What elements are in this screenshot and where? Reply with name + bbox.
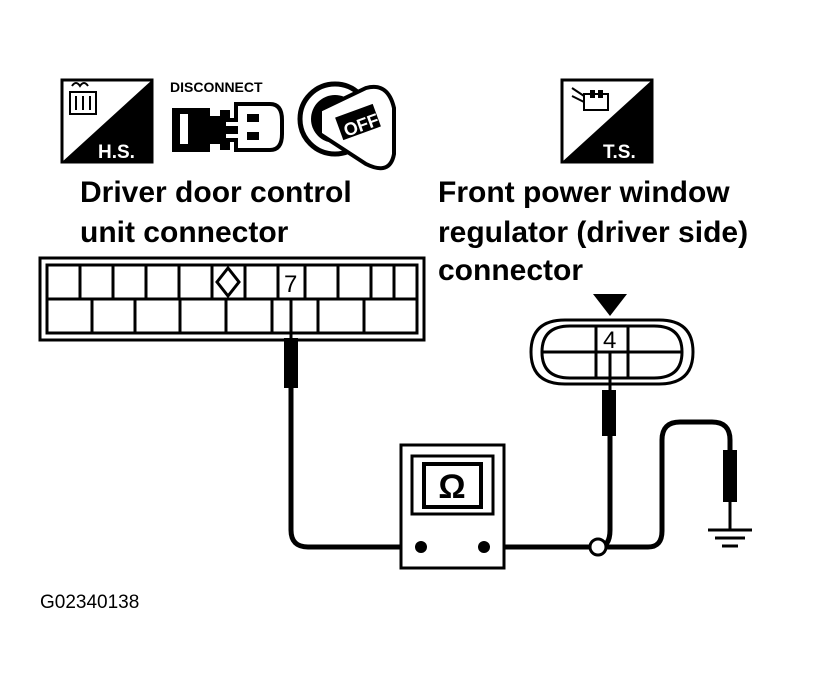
ground-symbol-icon bbox=[708, 528, 752, 548]
figure-code: G02340138 bbox=[40, 592, 139, 613]
ground-lead-wire bbox=[606, 419, 733, 550]
connector-orientation-triangle bbox=[593, 294, 627, 316]
ts-badge-icon: T.S. bbox=[560, 78, 654, 164]
hs-badge-label: H.S. bbox=[98, 142, 135, 163]
left-test-probe bbox=[284, 298, 298, 388]
hs-badge-icon: H.S. bbox=[60, 78, 154, 164]
right-connector-pin-label: 4 bbox=[603, 327, 616, 354]
left-connector-title-line2: unit connector bbox=[80, 216, 289, 249]
right-test-probe bbox=[602, 352, 616, 436]
left-connector-pin-label: 7 bbox=[284, 271, 297, 298]
meter-positive-terminal bbox=[478, 541, 490, 553]
ignition-off-key-icon: OFF bbox=[297, 81, 396, 171]
left-probe-wire bbox=[288, 388, 420, 550]
ground-probe bbox=[723, 450, 737, 530]
disconnect-icon: DISCONNECT bbox=[170, 79, 284, 152]
right-probe-wire bbox=[597, 436, 613, 550]
wire-junction bbox=[588, 537, 608, 557]
harness-side-connector-icon bbox=[69, 82, 97, 115]
right-connector-title-line3: connector bbox=[438, 254, 583, 287]
disconnect-label: DISCONNECT bbox=[170, 79, 263, 95]
front-power-window-regulator-connector: 4 bbox=[529, 294, 695, 386]
ts-badge-label: T.S. bbox=[603, 142, 636, 163]
right-connector-title-line2: regulator (driver side) bbox=[438, 216, 748, 249]
connector-lock-diamond bbox=[215, 265, 241, 299]
terminal-side-connector-icon bbox=[571, 87, 609, 111]
ohmmeter-icon: Ω bbox=[399, 443, 506, 570]
driver-door-control-unit-connector: 7 bbox=[38, 256, 426, 342]
ohm-symbol: Ω bbox=[438, 468, 465, 506]
left-connector-title-line1: Driver door control bbox=[80, 176, 352, 209]
right-connector-title-line1: Front power window bbox=[438, 176, 730, 209]
meter-negative-terminal bbox=[415, 541, 427, 553]
